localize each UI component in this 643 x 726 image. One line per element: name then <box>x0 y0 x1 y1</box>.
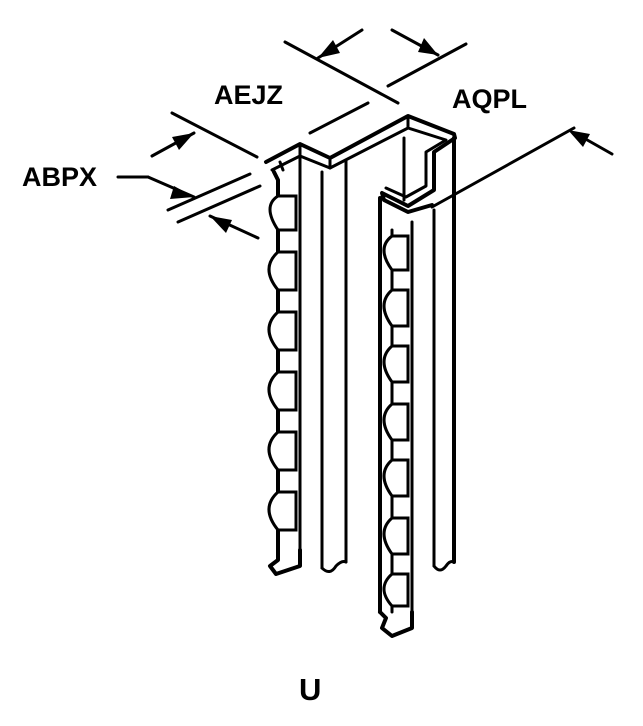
aqpl-dimension <box>283 28 468 105</box>
left-flange-lobes <box>267 194 298 532</box>
aejz-dimension <box>150 101 370 159</box>
label-aqpl: AQPL <box>452 84 527 114</box>
aqpl-leader <box>430 126 614 209</box>
caption: U <box>299 672 321 707</box>
label-abpx: ABPX <box>22 162 97 192</box>
abpx-dimension <box>116 172 262 240</box>
right-flange-lobes <box>382 234 410 608</box>
label-aejz: AEJZ <box>214 80 283 110</box>
